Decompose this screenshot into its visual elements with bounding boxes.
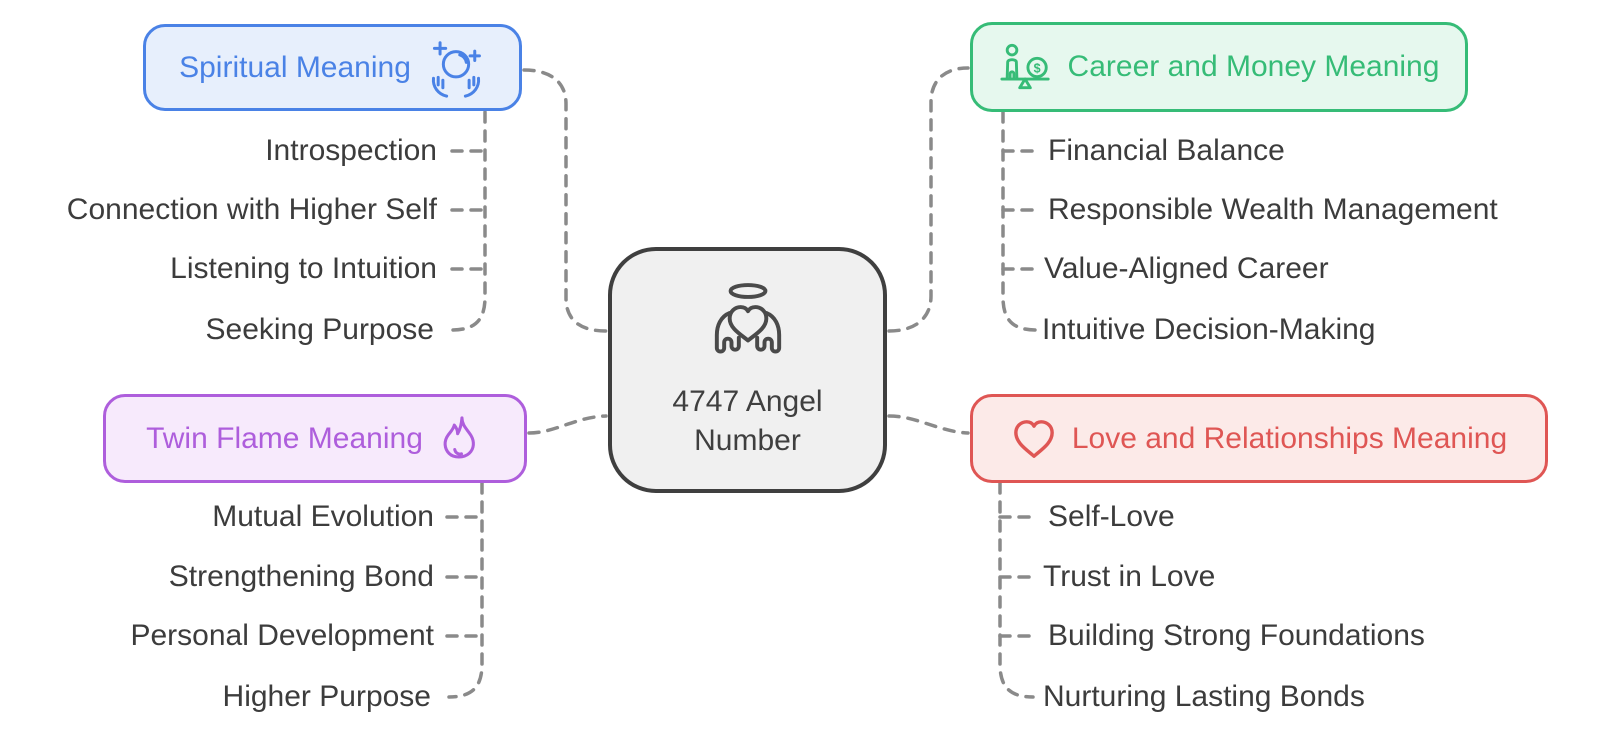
career-item-2: Value-Aligned Career [1044,252,1329,285]
twin-flame-item-0: Mutual Evolution [212,500,434,533]
career-item-0: Financial Balance [1048,134,1285,167]
link-twin-flame-center [527,414,608,435]
connector-lines [445,66,1038,699]
spiritual-branch-label: Spiritual Meaning [179,50,411,84]
love-item-3: Nurturing Lasting Bonds [1043,680,1365,713]
twin-flame-item-3: Higher Purpose [222,680,431,713]
twin-flame-items-trunk [447,481,484,699]
career-item-1: Responsible Wealth Management [1048,193,1498,226]
branch-box-career-and-money: $ Career and Money Meaning [970,22,1468,112]
twin-flame-branch-label: Twin Flame Meaning [146,421,423,455]
spiritual-item-1: Connection with Higher Self [66,193,437,226]
love-item-2: Building Strong Foundations [1048,619,1425,652]
twin-flame-item-2: Personal Development [130,619,434,652]
spiritual-items-trunk [450,110,487,332]
career-items-trunk [1001,110,1038,332]
career-branch-label: Career and Money Meaning [1067,50,1440,83]
love-branch-label: Love and Relationships Meaning [1071,421,1508,455]
spiritual-item-3: Seeking Purpose [205,313,435,346]
career-item-3: Intuitive Decision-Making [1042,313,1376,346]
heart-icon [1011,418,1057,460]
branch-box-spiritual-meaning: Spiritual Meaning [143,24,522,111]
angel-halo-heart-wings-icon [701,280,795,373]
link-center-career [887,66,970,333]
love-items-trunk [998,481,1035,699]
love-item-1: Trust in Love [1043,560,1216,593]
branch-box-love-and-relationships: Love and Relationships Meaning [970,394,1548,483]
flame-icon [438,414,484,464]
love-item-0: Self-Love [1048,500,1175,533]
center-node-label: 4747 Angel Number [672,385,823,457]
balance-scale-money-icon: $ [999,40,1053,94]
spiritual-item-2: Listening to Intuition [170,252,437,285]
coin-dollar-symbol: $ [1033,61,1040,75]
branch-box-twin-flame: Twin Flame Meaning [103,394,527,483]
crystal-ball-hands-icon [426,38,486,98]
spiritual-item-0: Introspection [265,134,437,167]
link-center-love [887,414,970,435]
link-spiritual-center [522,68,608,333]
twin-flame-item-1: Strengthening Bond [168,560,434,593]
center-node-4747-angel-number: 4747 Angel Number [608,247,887,493]
